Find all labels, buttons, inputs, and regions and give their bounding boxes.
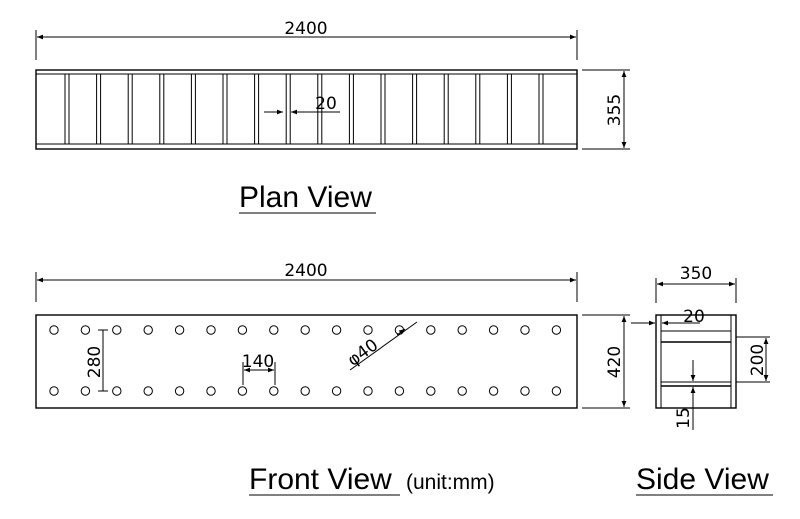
front-holes [49, 325, 562, 396]
plan-rib [159, 74, 165, 144]
bolt-hole [237, 325, 248, 335]
plan-length-dimension: 2400 [35, 19, 578, 60]
bolt-hole [551, 325, 562, 335]
side-wall-dimension: 20 [631, 307, 705, 327]
plan-rib [96, 74, 102, 144]
bolt-hole [457, 325, 467, 335]
bolt-hole [112, 386, 122, 396]
bolt-hole [206, 386, 216, 396]
plan-rib-dimension: 20 [264, 94, 340, 115]
front-hole-diameter-leader: φ40 [344, 321, 418, 371]
bolt-hole [112, 325, 122, 335]
front-hole-pitch-dimension: 140 [242, 352, 276, 385]
side-wall-label: 20 [683, 307, 705, 327]
plan-rib [190, 74, 196, 144]
plan-rib [412, 74, 418, 144]
bolt-hole [269, 386, 279, 396]
plan-rib [506, 74, 512, 144]
front-row-spacing-dimension: 280 [85, 329, 108, 392]
plan-rib [222, 74, 228, 144]
front-hole-diameter-label: φ40 [344, 335, 382, 370]
bolt-hole [206, 325, 216, 335]
side-width-dimension: 350 [655, 264, 737, 303]
front-unit-note: (unit:mm) [406, 471, 495, 494]
bolt-hole [49, 386, 59, 396]
front-row-spacing-label: 280 [85, 346, 105, 378]
bolt-hole [269, 325, 279, 335]
side-inner-height-dimension: 200 [736, 336, 770, 383]
bolt-hole [143, 386, 153, 396]
side-section-outline [655, 314, 737, 409]
bolt-hole [80, 386, 91, 396]
bolt-hole [426, 386, 436, 396]
plan-rib [254, 74, 260, 144]
bolt-hole [426, 325, 436, 335]
plan-rib [317, 74, 323, 144]
side-plate-label: 15 [674, 407, 694, 429]
side-view-title: Side View [636, 463, 769, 496]
bolt-hole [174, 325, 185, 335]
plan-rib [64, 74, 70, 144]
bolt-hole [49, 325, 59, 335]
plan-rib [285, 74, 291, 144]
bolt-hole [143, 325, 153, 335]
bolt-hole [520, 325, 530, 335]
plan-rib [475, 74, 481, 144]
bolt-hole [457, 386, 467, 396]
bolt-hole [363, 386, 373, 396]
front-panel-outline [35, 314, 578, 409]
plan-width-dimension: 355 [582, 69, 630, 150]
side-inner-height-label: 200 [748, 344, 768, 376]
side-plate-dimension: 15 [674, 360, 696, 430]
bolt-hole [394, 386, 405, 396]
bolt-hole [488, 325, 499, 335]
side-view: 350 20 200 15 Side View [631, 264, 773, 496]
front-hole-pitch-label: 140 [242, 352, 274, 372]
plan-ribs [64, 74, 544, 144]
bolt-hole [488, 386, 499, 396]
plan-box-outline [35, 69, 578, 150]
plan-rib-label: 20 [315, 94, 337, 114]
bolt-hole [520, 386, 530, 396]
bolt-hole [80, 325, 91, 335]
bolt-hole [363, 325, 373, 335]
plan-rib [443, 74, 449, 144]
bolt-hole [237, 386, 248, 396]
bolt-hole [331, 386, 342, 396]
front-length-dimension: 2400 [35, 261, 578, 302]
plan-view-title: Plan View [239, 181, 372, 214]
plan-rib [538, 74, 544, 144]
bolt-hole [331, 325, 342, 335]
plan-rib [380, 74, 386, 144]
side-width-label: 350 [680, 264, 712, 284]
front-view-title: Front View [249, 463, 392, 496]
bolt-hole [174, 386, 185, 396]
plan-width-label: 355 [605, 94, 625, 126]
bolt-hole [551, 386, 562, 396]
plan-rib [348, 74, 354, 144]
plan-length-label: 2400 [284, 19, 327, 39]
plan-view: 2400 20 355 Plan View [35, 19, 630, 214]
front-height-dimension: 420 [582, 314, 630, 409]
front-height-label: 420 [605, 346, 625, 378]
plan-rib [127, 74, 133, 144]
front-length-label: 2400 [284, 261, 327, 281]
bolt-hole [300, 386, 310, 396]
bolt-hole [300, 325, 310, 335]
front-view: 2400 280 140 φ40 420 [35, 261, 630, 496]
